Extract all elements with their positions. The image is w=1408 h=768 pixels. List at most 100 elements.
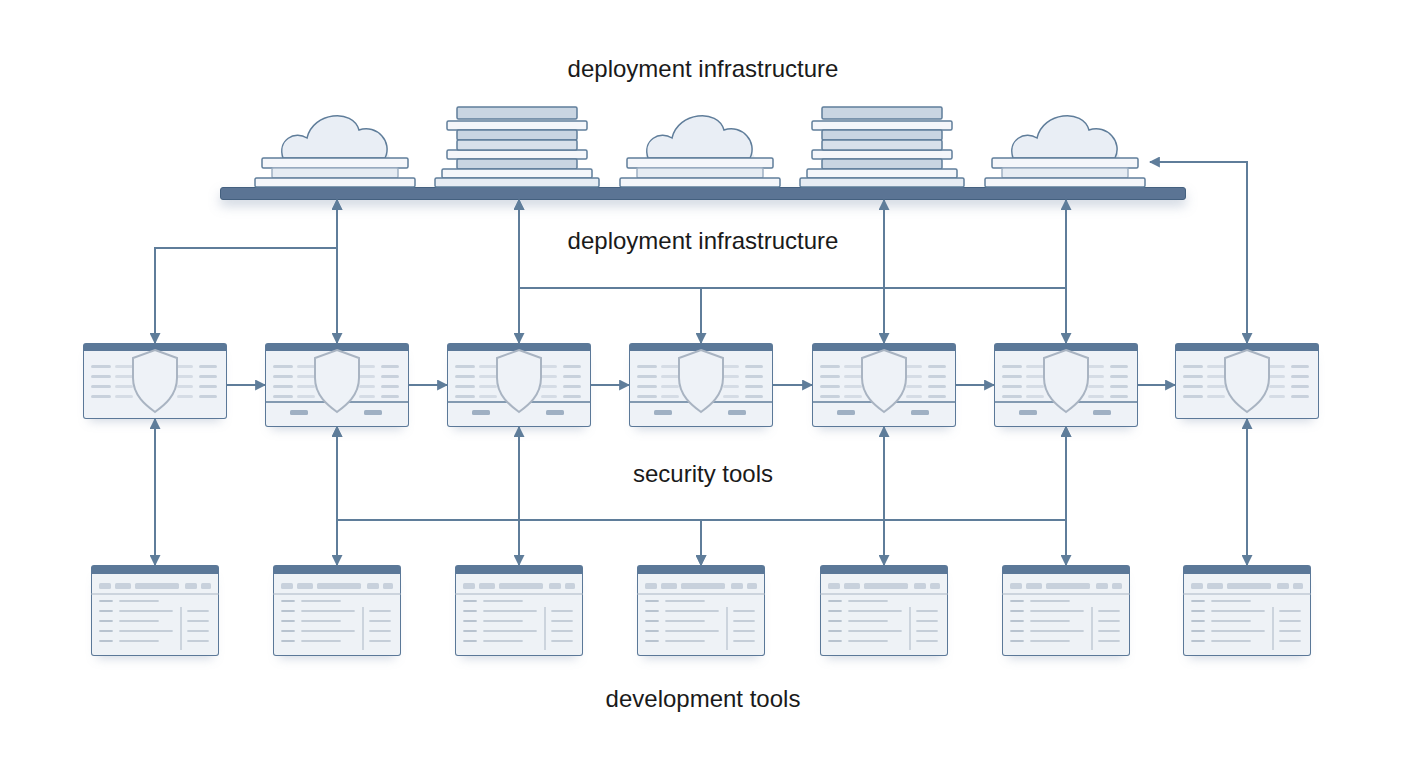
table-cell: [844, 583, 860, 589]
table-line: [916, 640, 938, 642]
table-line: [1026, 395, 1044, 398]
table-line: [1211, 640, 1251, 642]
table-line: [1291, 365, 1309, 368]
table-line: [1002, 365, 1022, 368]
table-line: [301, 640, 341, 642]
table-line: [381, 365, 399, 368]
connector-arrow: [773, 384, 812, 386]
row-label: development tools: [606, 685, 801, 713]
table-line: [99, 610, 113, 612]
table-line: [1098, 620, 1120, 622]
table-line: [723, 395, 739, 398]
security-tool-box: [265, 343, 409, 427]
table-line: [177, 385, 193, 388]
table-line: [1010, 620, 1024, 622]
table-line: [463, 620, 477, 622]
table-line: [551, 630, 573, 632]
server-slab: [800, 178, 964, 187]
table-cell: [1010, 583, 1022, 589]
table-line: [177, 365, 193, 368]
table-line: [199, 375, 217, 378]
shield-icon: [1044, 350, 1088, 412]
connector-arrow: [701, 427, 1066, 565]
table-cell: [681, 583, 725, 589]
table-line: [119, 640, 159, 642]
table-cell: [930, 583, 940, 589]
table-line: [483, 640, 523, 642]
security-tool-box: [447, 343, 591, 427]
table-cell: [1096, 583, 1108, 589]
connector-arrow: [518, 427, 520, 565]
table-line: [551, 620, 573, 622]
table-line: [844, 365, 862, 368]
server-slab: [822, 159, 942, 169]
table-line: [928, 375, 946, 378]
table-line: [91, 365, 111, 368]
table-line: [1191, 610, 1205, 612]
table-line: [91, 385, 111, 388]
server-slab: [457, 130, 577, 140]
cloud-plate: [255, 178, 415, 187]
infrastructure-item: [250, 100, 420, 187]
table-line: [177, 375, 193, 378]
row-label: deployment infrastructure: [568, 227, 839, 255]
table-line: [1098, 630, 1120, 632]
table-rule: [637, 594, 765, 595]
table-line: [661, 385, 679, 388]
table-line: [115, 395, 133, 398]
table-line: [733, 640, 755, 642]
table-line: [187, 610, 209, 612]
connector-arrow: [1138, 384, 1175, 386]
table-line: [928, 385, 946, 388]
table-line: [369, 640, 391, 642]
table-cell: [1046, 583, 1090, 589]
table-line: [273, 385, 293, 388]
shield-icon: [679, 350, 723, 412]
table-line: [1269, 385, 1285, 388]
table-line: [1211, 610, 1265, 612]
table-line: [645, 620, 659, 622]
connector-arrow: [336, 427, 338, 565]
table-line: [745, 365, 763, 368]
connector-arrow: [336, 200, 338, 343]
table-line: [91, 395, 111, 398]
table-line: [1110, 385, 1128, 388]
cloud-plate: [272, 168, 398, 178]
server-slab: [812, 150, 952, 159]
table-line: [828, 620, 842, 622]
table-line: [723, 365, 739, 368]
security-tool-box: [83, 343, 227, 419]
table-line: [1030, 620, 1070, 622]
table-line: [1026, 385, 1044, 388]
development-tool-box: [1002, 565, 1130, 656]
table-rule: [910, 607, 911, 650]
table-line: [645, 600, 659, 602]
table-cell: [135, 583, 179, 589]
table-line: [551, 610, 573, 612]
table-line: [1088, 395, 1104, 398]
table-line: [1207, 395, 1225, 398]
table-line: [1279, 620, 1301, 622]
table-line: [906, 365, 922, 368]
glow: [280, 138, 390, 182]
table-rule: [545, 607, 546, 650]
server-slab: [812, 121, 952, 130]
table-line: [479, 375, 497, 378]
table-line: [1098, 610, 1120, 612]
table-line: [463, 600, 477, 602]
table-cell: [463, 583, 475, 589]
table-line: [381, 375, 399, 378]
table-line: [483, 630, 537, 632]
development-tool-box: [455, 565, 583, 656]
table-line: [665, 600, 705, 602]
table-line: [1110, 375, 1128, 378]
table-line: [745, 395, 763, 398]
cloud-plate: [1002, 168, 1128, 178]
connector-arrow: [1065, 427, 1067, 565]
table-line: [1211, 600, 1251, 602]
table-line: [455, 365, 475, 368]
connector-arrow: [1150, 162, 1247, 343]
table-cell: [1277, 583, 1289, 589]
table-cell: [549, 583, 561, 589]
table-line: [820, 365, 840, 368]
